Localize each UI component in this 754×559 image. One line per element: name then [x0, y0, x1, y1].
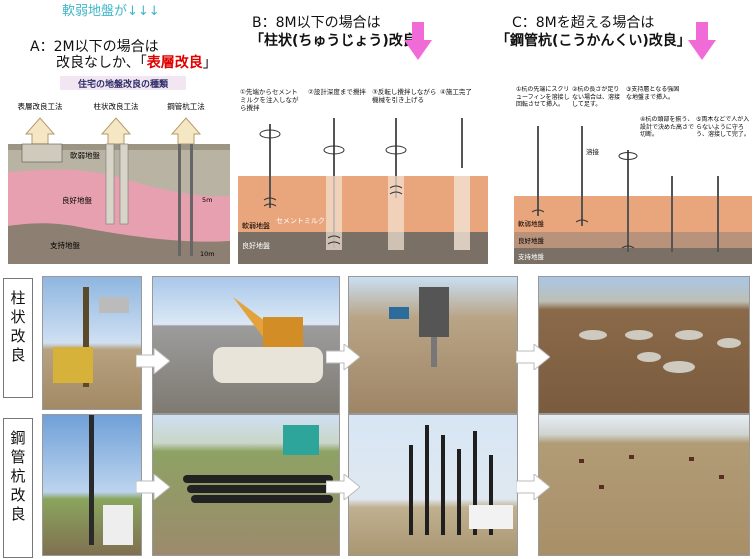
method-label-column: 柱状改良工法	[94, 101, 139, 111]
diagram-c: ①杭の先端にスクリューフィンを溶接し回転させて挿入。 ②杭の長さが足りない場合は…	[512, 86, 752, 264]
label-support-c: 支持地盤	[518, 252, 545, 261]
photo-column-1	[42, 276, 142, 410]
diagram-b: ①先端からセメントミルクを注入しながら攪拌 ②設計深度まで攪拌 ③反転し攪拌しな…	[236, 88, 488, 264]
method-label-surface: 表層改良工法	[18, 101, 63, 111]
photo-steel-2	[152, 414, 340, 556]
steel-pile-2	[190, 144, 193, 256]
step-b-1: ①先端からセメントミルクを注入しながら攪拌	[240, 88, 299, 112]
label-good-b: 良好地盤	[242, 241, 270, 250]
step-c-1: ①杭の先端にスクリューフィンを溶接し回転させて挿入。	[516, 86, 570, 108]
down-arrow-icon	[404, 22, 432, 60]
section-a-line2: 改良なしか、「表層改良」	[56, 52, 217, 72]
photo-column-2	[152, 276, 340, 414]
support-layer-c	[514, 248, 752, 264]
down-arrow-icon	[688, 22, 716, 60]
label-good-c: 良好地盤	[518, 236, 545, 245]
layer-label-good: 良好地盤	[62, 195, 92, 205]
method-label-steel-pile: 鋼管杭工法	[167, 101, 205, 111]
row-label-steel: 鋼管杭改良	[3, 418, 33, 558]
arrow-right-icon	[136, 474, 170, 500]
label-soft-b: 軟弱地盤	[242, 221, 270, 230]
section-b-line1: B：8M以下の場合は	[252, 15, 381, 31]
row-label-column: 柱状改良	[3, 278, 33, 398]
good-layer-c	[514, 232, 752, 248]
spiral-icon	[531, 152, 638, 249]
column-pile-1	[105, 143, 115, 225]
section-c-line1: C：8Mを超える場合は	[512, 15, 655, 31]
spiral-icon	[259, 129, 407, 245]
arrow-right-icon	[326, 344, 360, 370]
arrow-right-icon	[136, 348, 170, 374]
surface-block	[21, 143, 63, 163]
section-a-line2-suffix: 」	[202, 55, 217, 71]
house-arrow-icon	[24, 117, 202, 145]
good-layer-b	[238, 232, 488, 264]
step-c-2: ②杭の長さが足りない場合は、溶接して足す。	[572, 86, 621, 108]
diagram-c-svg: ①杭の先端にスクリューフィンを溶接し回転させて挿入。 ②杭の長さが足りない場合は…	[514, 86, 752, 264]
depth-label-5m: 5m	[202, 196, 212, 204]
row-label-column-text: 柱状改良	[10, 289, 26, 364]
step-c-4: ④杭の頭部を揃う、設計で決めた高さで切断。	[640, 116, 694, 138]
photo-column-3	[348, 276, 518, 414]
photo-steel-4	[538, 414, 750, 556]
layer-label-support: 支持地盤	[50, 240, 80, 250]
photo-steel-3	[348, 414, 518, 556]
section-a-line1: A：2M以下の場合は	[30, 39, 159, 55]
section-b-line2-prefix: 「柱状(ちゅうじょう)	[250, 33, 389, 49]
soft-clay-layer-b	[238, 176, 488, 232]
photo-column-4	[538, 276, 750, 414]
step-b-3: ③反転し攪拌しながら機械を引き上げる	[372, 88, 437, 104]
arrow-right-icon	[516, 344, 550, 370]
steel-piles-c	[537, 126, 719, 252]
arrow-right-icon	[326, 474, 360, 500]
layer-label-soft: 軟弱地盤	[70, 150, 100, 160]
section-a-red-text: 表層改良	[146, 55, 203, 71]
diagram-a-svg: 住宅の地盤改良の種類 表層改良工法 柱状改良工法 鋼管杭工法 軟弱地盤 良好地盤…	[8, 76, 230, 264]
column-pile-2	[119, 143, 129, 225]
label-cement-milk: セメントミルク	[276, 217, 325, 225]
diagram-b-svg: ①先端からセメントミルクを注入しながら攪拌 ②設計深度まで攪拌 ③反転し攪拌しな…	[238, 88, 488, 264]
photo-steel-1	[42, 414, 142, 556]
section-c-line2: 「鋼管杭(こうかんくい)改良」	[496, 33, 691, 49]
row-label-steel-text: 鋼管杭改良	[10, 429, 26, 523]
section-a-line2-prefix: 改良なしか、「	[56, 55, 147, 71]
step-c-5: ⑤両木などで人が入らないように守ろう、溶接して完了。	[696, 116, 750, 138]
label-weld: 溶接	[586, 147, 600, 156]
steel-pile-1	[178, 144, 181, 256]
soft-layer	[8, 144, 230, 197]
step-b-2: ②設計深度まで攪拌	[308, 88, 366, 96]
diagram-a: 住宅の地盤改良の種類 表層改良工法 柱状改良工法 鋼管杭工法 軟弱地盤 良好地盤…	[4, 76, 234, 264]
depth-label-10m: 10m	[200, 250, 215, 258]
step-c-3: ③支持層となる強固な地盤まで挿入。	[626, 86, 680, 101]
arrow-right-icon	[516, 474, 550, 500]
top-note: 軟弱地盤が↓↓↓	[62, 4, 160, 19]
diagram-a-title-bg	[60, 76, 186, 90]
soft-clay-layer-c	[514, 196, 752, 232]
label-soft-c: 軟弱地盤	[518, 219, 545, 228]
step-b-4: ④施工完了	[440, 88, 472, 96]
diagram-a-title: 住宅の地盤改良の種類	[78, 78, 169, 90]
